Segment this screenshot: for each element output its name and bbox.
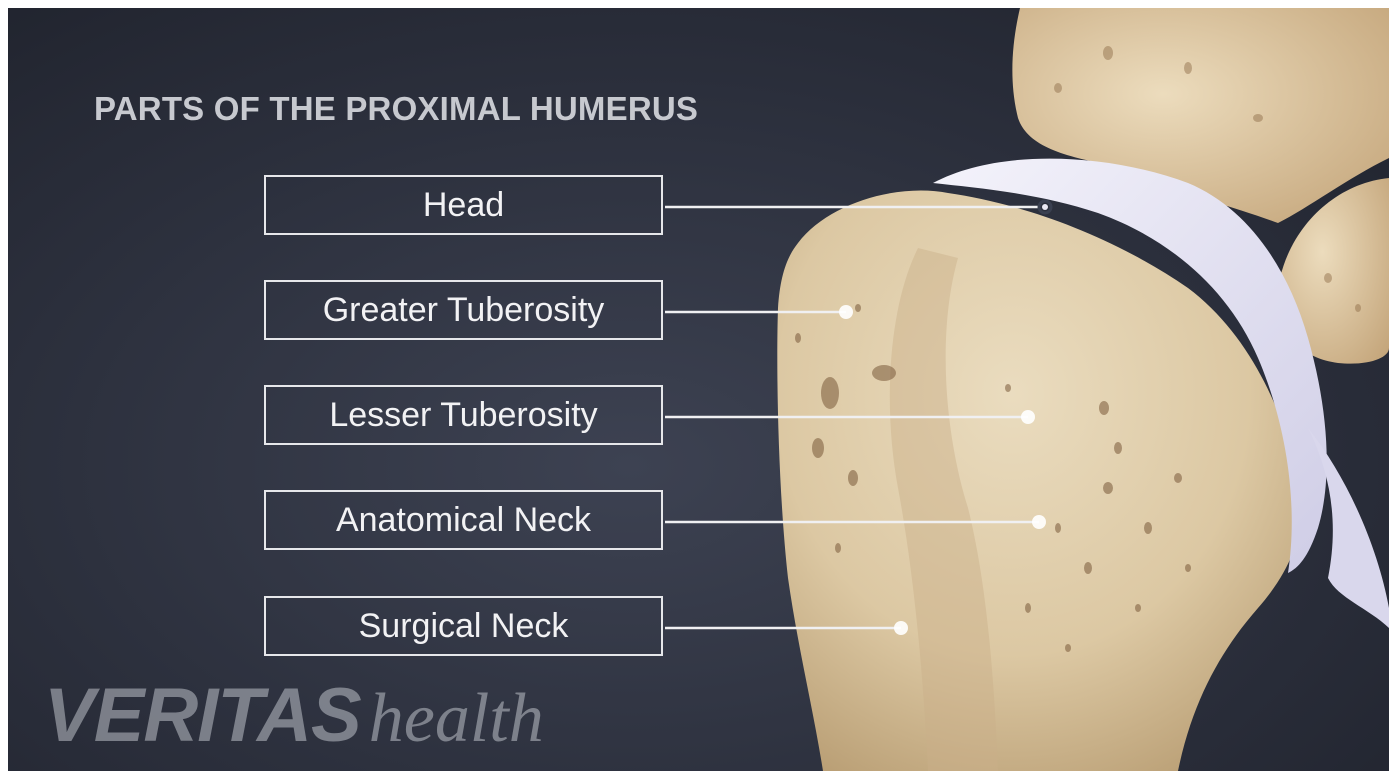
- diagram-canvas: PARTS OF THE PROXIMAL HUMERUS Head Great…: [8, 8, 1389, 771]
- veritas-health-logo: VERITAShealth: [44, 672, 544, 759]
- pointer-dot-surgical-neck: [894, 621, 908, 635]
- pointer-dot-anatomical-neck: [1032, 515, 1046, 529]
- label-anatomical-neck: Anatomical Neck: [264, 490, 663, 550]
- label-head: Head: [264, 175, 663, 235]
- label-lesser-tuberosity: Lesser Tuberosity: [264, 385, 663, 445]
- label-surgical-neck: Surgical Neck: [264, 596, 663, 656]
- diagram-title: PARTS OF THE PROXIMAL HUMERUS: [94, 90, 698, 128]
- logo-suffix: health: [369, 680, 544, 757]
- pointer-dot-lesser-tuberosity: [1021, 410, 1035, 424]
- label-greater-tuberosity: Greater Tuberosity: [264, 280, 663, 340]
- logo-brand: VERITAS: [44, 673, 361, 758]
- pointer-dot-greater-tuberosity: [839, 305, 853, 319]
